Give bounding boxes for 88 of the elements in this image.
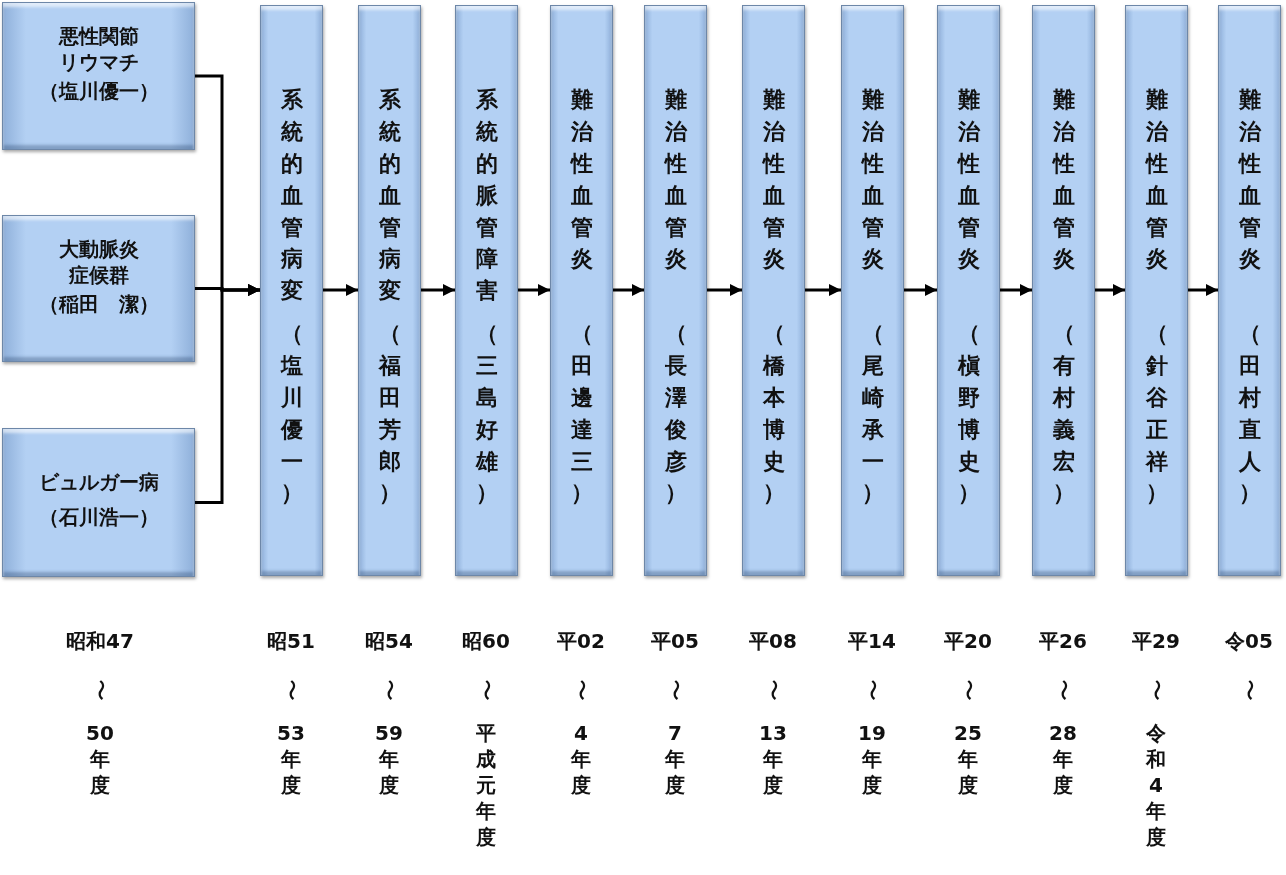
arrow — [613, 284, 644, 296]
disease-name: 難治性血管炎 — [861, 86, 884, 274]
year-label: 平08 — [749, 628, 797, 655]
year-label: 平05 — [651, 628, 699, 655]
arrow — [421, 284, 455, 296]
year-label: 59年度 — [375, 720, 403, 798]
column-box — [937, 5, 1000, 576]
researcher-name: （塩川優一） — [280, 320, 303, 508]
process-box — [2, 2, 195, 150]
arrow — [707, 284, 742, 296]
range-mark: 〜 — [662, 679, 689, 701]
disease-name: 難治性血管炎 — [1052, 86, 1075, 274]
year-label: 令05 — [1225, 628, 1273, 655]
arrow — [904, 284, 937, 296]
range-mark: 〜 — [760, 679, 787, 701]
range-mark: 〜 — [568, 679, 595, 701]
year-label: 50年度 — [86, 720, 114, 798]
disease-name: 難治性血管炎 — [762, 86, 785, 274]
researcher-name: （三島好雄） — [475, 320, 498, 508]
arrow — [805, 284, 841, 296]
researcher-name: （長澤俊彦） — [664, 320, 687, 508]
year-label: 7年度 — [665, 720, 685, 798]
column-box — [550, 5, 613, 576]
year-label: 平29 — [1132, 628, 1180, 655]
researcher-name: （田村直人） — [1238, 320, 1261, 508]
researcher-name: （石川浩一） — [37, 504, 160, 530]
year-label: 平26 — [1039, 628, 1087, 655]
arrow — [323, 284, 358, 296]
disease-name: ビュルガー病 — [37, 469, 160, 495]
researcher-name: （槇野博史） — [957, 320, 980, 508]
year-label: 昭和47 — [66, 628, 134, 655]
researcher-name: （稲田 潔） — [37, 291, 160, 317]
column-box — [1218, 5, 1281, 576]
disease-name: 系統的血管病変 — [280, 86, 303, 306]
researcher-name: （針谷正祥） — [1145, 320, 1168, 508]
researcher-name: （塩川優一） — [37, 78, 160, 104]
range-mark: 〜 — [376, 679, 403, 701]
column-box — [644, 5, 707, 576]
year-label: 25年度 — [954, 720, 982, 798]
disease-name: 悪性関節リウマチ — [57, 23, 140, 75]
year-label: 4年度 — [571, 720, 591, 798]
range-mark: 〜 — [1143, 679, 1170, 701]
arrow — [195, 284, 260, 504]
arrow — [1000, 284, 1032, 296]
disease-name: 難治性血管炎 — [957, 86, 980, 274]
column-box — [841, 5, 904, 576]
disease-name: 難治性血管炎 — [1145, 86, 1168, 274]
range-mark: 〜 — [1236, 679, 1263, 701]
year-label: 令和4年度 — [1146, 720, 1166, 850]
year-label: 28年度 — [1049, 720, 1077, 798]
range-mark: 〜 — [87, 679, 114, 701]
disease-name: 系統的血管病変 — [378, 86, 401, 306]
process-box — [2, 215, 195, 362]
process-box — [2, 428, 195, 577]
column-box — [1125, 5, 1188, 576]
year-label: 53年度 — [277, 720, 305, 798]
arrow — [1188, 284, 1218, 296]
year-label: 平02 — [557, 628, 605, 655]
column-box — [358, 5, 421, 576]
arrow — [1095, 284, 1125, 296]
range-mark: 〜 — [473, 679, 500, 701]
range-mark: 〜 — [859, 679, 886, 701]
year-label: 昭51 — [267, 628, 315, 655]
disease-name: 大動脈炎症候群 — [57, 236, 140, 288]
year-label: 昭54 — [365, 628, 413, 655]
column-box — [742, 5, 805, 576]
column-box — [1032, 5, 1095, 576]
researcher-name: （田邊達三） — [570, 320, 593, 508]
year-label: 平14 — [848, 628, 896, 655]
column-box — [260, 5, 323, 576]
year-label: 13年度 — [759, 720, 787, 798]
range-mark: 〜 — [955, 679, 982, 701]
disease-name: 系統的脈管障害 — [475, 86, 498, 306]
researcher-name: （橋本博史） — [762, 320, 785, 508]
year-label: 昭60 — [462, 628, 510, 655]
researcher-name: （尾崎承一） — [861, 320, 884, 508]
researcher-name: （有村義宏） — [1052, 320, 1075, 508]
arrow — [518, 284, 550, 296]
column-box — [455, 5, 518, 576]
range-mark: 〜 — [278, 679, 305, 701]
year-label: 平20 — [944, 628, 992, 655]
researcher-name: （福田芳郎） — [378, 320, 401, 508]
disease-name: 難治性血管炎 — [1238, 86, 1261, 274]
year-label: 平成元年度 — [476, 720, 496, 850]
disease-name: 難治性血管炎 — [664, 86, 687, 274]
disease-name: 難治性血管炎 — [570, 86, 593, 274]
year-label: 19年度 — [858, 720, 886, 798]
range-mark: 〜 — [1050, 679, 1077, 701]
